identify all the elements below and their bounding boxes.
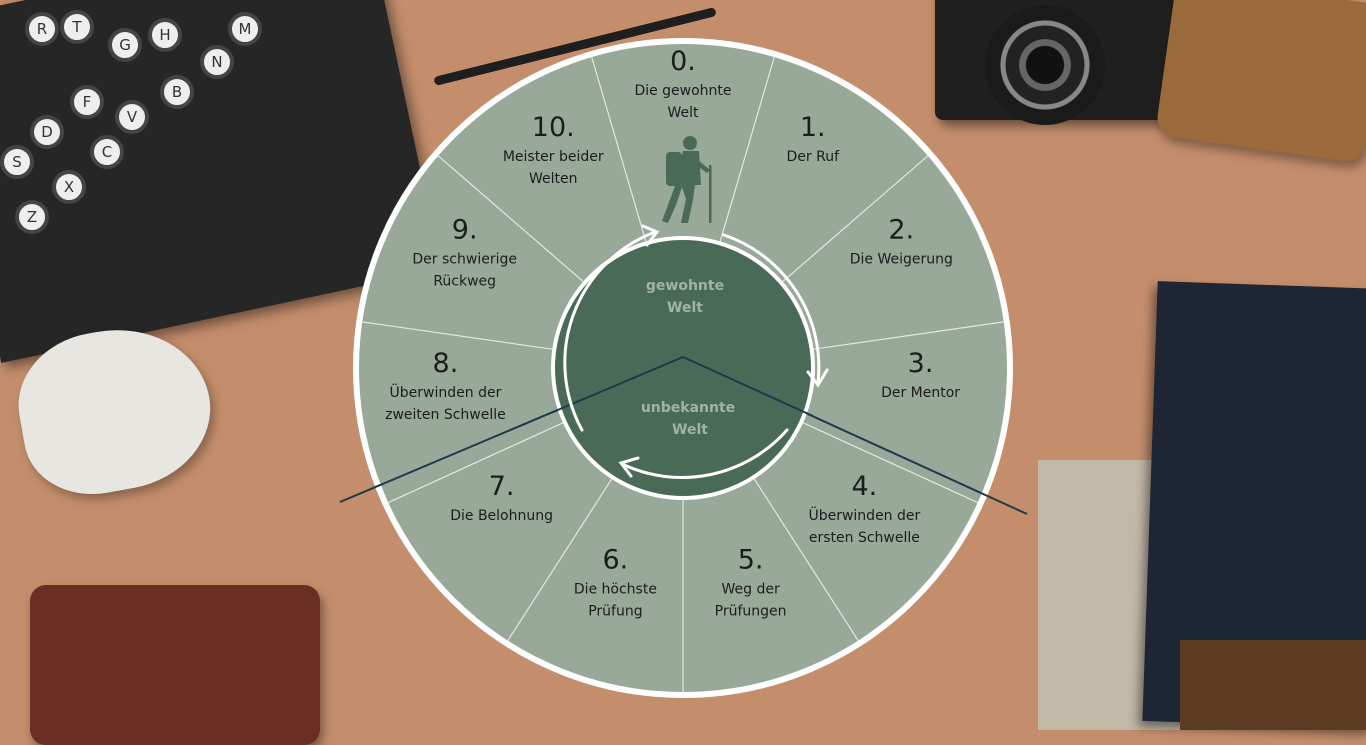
- cycle-arrow-bottom: [620, 428, 789, 479]
- stage-2: 2. Die Weigerung: [850, 214, 953, 267]
- segment-divider: [802, 422, 978, 504]
- segment-divider: [591, 56, 647, 242]
- cycle-arrow-left: [563, 230, 657, 432]
- typewriter-key: B: [160, 75, 194, 109]
- stage-number: 7.: [489, 471, 515, 502]
- typewriter-key: F: [70, 85, 104, 119]
- segment-divider: [507, 478, 613, 641]
- stage-label: Die Belohnung: [450, 508, 553, 524]
- stage-number: 6.: [603, 544, 629, 575]
- stage-label: ersten Schwelle: [809, 530, 920, 546]
- typewriter-key: V: [115, 100, 149, 134]
- camera-lens-decoration: [985, 5, 1105, 125]
- hiker-icon: [662, 136, 712, 223]
- stage-7: 7. Die Belohnung: [450, 471, 553, 524]
- typewriter-key: C: [90, 135, 124, 169]
- typewriter-key: T: [60, 10, 94, 44]
- hub-circle: [551, 236, 815, 500]
- stage-number: 1.: [800, 112, 826, 143]
- cycle-arrows: [563, 224, 829, 479]
- typewriter-key: R: [25, 12, 59, 46]
- stage-1: 1. Der Ruf: [787, 112, 841, 165]
- typewriter-key: D: [30, 115, 64, 149]
- segment-divider: [437, 155, 584, 283]
- stage-number: 5.: [738, 544, 764, 575]
- stage-label: Welt: [667, 105, 699, 121]
- stage-8: 8. Überwinden der zweiten Schwelle: [385, 348, 506, 423]
- arrowhead-left-icon: [641, 224, 660, 247]
- stage-label: Überwinden der: [390, 383, 502, 401]
- stage-label: Die höchste: [574, 581, 657, 597]
- stage-number: 3.: [908, 348, 934, 379]
- stage-label: Prüfung: [588, 603, 642, 619]
- stage-label: Weg der: [721, 581, 779, 597]
- typewriter-key: X: [52, 170, 86, 204]
- typewriter-key: G: [108, 28, 142, 62]
- stage-label: Die gewohnte: [634, 83, 731, 99]
- cycle-arrow-right: [722, 233, 821, 385]
- stage-number: 2.: [888, 214, 914, 245]
- stage-number: 0.: [670, 46, 696, 77]
- stage-number: 4.: [851, 471, 877, 502]
- stage-label: Der Ruf: [787, 149, 841, 165]
- stage-number: 8.: [433, 348, 459, 379]
- hub-top-line1: gewohnte: [646, 278, 724, 294]
- stage-4: 4. Überwinden der ersten Schwelle: [808, 471, 920, 546]
- segment-divider: [813, 321, 1004, 350]
- typewriter-key: S: [0, 145, 34, 179]
- segment-divider: [753, 478, 859, 641]
- stage-label: zweiten Schwelle: [385, 407, 506, 423]
- threshold-line-hub: [552, 355, 814, 417]
- stage-label: Die Weigerung: [850, 251, 953, 267]
- stage-label: Meister beider: [503, 149, 604, 165]
- book-decoration: [1180, 640, 1366, 730]
- typewriter-key: H: [148, 18, 182, 52]
- stage-3: 3. Der Mentor: [881, 348, 960, 401]
- segment-divider: [388, 422, 564, 504]
- segment-divider: [782, 155, 929, 283]
- stage-label: Rückweg: [433, 273, 496, 289]
- stage-label: Überwinden der: [808, 506, 920, 524]
- hub-top-line2: Welt: [667, 300, 703, 316]
- stage-label: Prüfungen: [715, 603, 787, 619]
- arrowhead-bottom-icon: [618, 456, 640, 478]
- hub-bottom-line2: Welt: [672, 422, 708, 438]
- segment-divider: [719, 56, 775, 242]
- stage-label: Welten: [529, 171, 578, 187]
- typewriter-key: N: [200, 45, 234, 79]
- stage-number: 9.: [452, 214, 478, 245]
- stage-number: 10.: [532, 112, 575, 143]
- typewriter-key: Z: [15, 200, 49, 234]
- hub-bottom-line1: unbekannte: [641, 400, 735, 416]
- segment-divider: [362, 321, 553, 350]
- arrowhead-right-icon: [806, 368, 829, 388]
- stage-label: Der schwierige: [412, 251, 517, 267]
- stage-label: Der Mentor: [881, 385, 960, 401]
- typewriter-key: M: [228, 12, 262, 46]
